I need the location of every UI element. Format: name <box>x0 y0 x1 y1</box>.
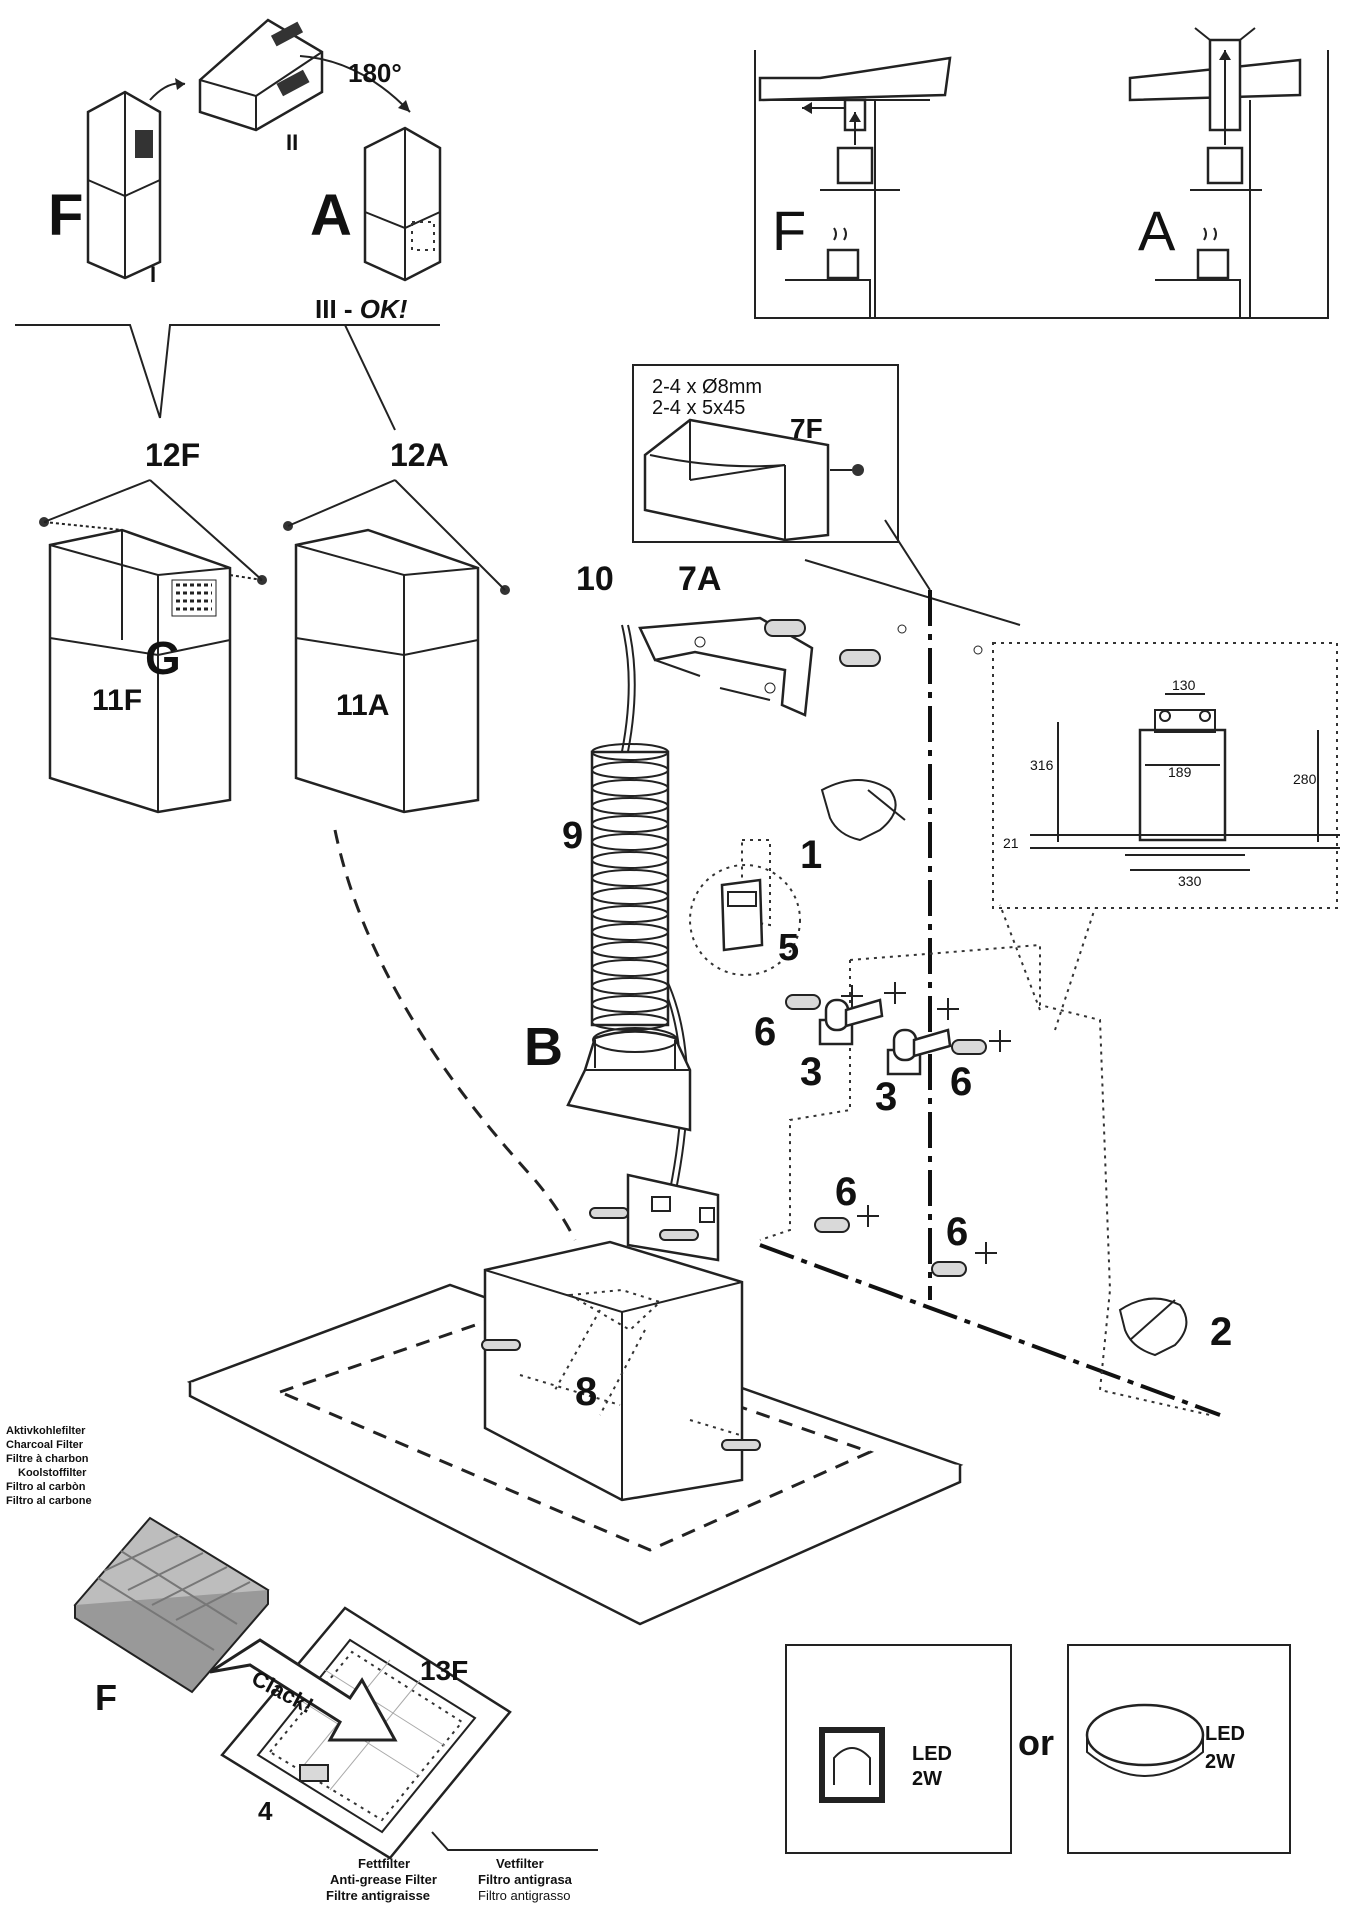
flue-cover-a <box>283 521 510 814</box>
step-i-label: I <box>150 262 156 287</box>
fixing-hardware: 5 3 3 6 6 6 6 <box>689 864 1011 1277</box>
pencil-hand-2 <box>1118 1297 1188 1357</box>
bracket-detail-box: 2-4 x Ø8mm 2-4 x 5x45 7F 7A <box>632 364 1021 626</box>
bracket-7f-label: 7F <box>790 413 823 444</box>
charcoal-lang-2: Charcoal Filter <box>6 1439 84 1451</box>
dim-189: 189 <box>1168 764 1192 780</box>
bracket-spec-1: 2-4 x Ø8mm <box>652 376 762 398</box>
watt-1-label: 2W <box>912 1768 942 1790</box>
flue-label-f: F <box>48 183 83 248</box>
grease-filter-languages: Fettfilter Anti-grease Filter Filtre ant… <box>326 1856 573 1903</box>
lighting-options: LED 2W or LED 2W <box>785 1644 1291 1854</box>
charcoal-lang-5: Filtro al carbòn <box>6 1481 86 1493</box>
flexible-hose <box>590 743 670 1031</box>
grease-filter-label: 13F <box>420 1655 468 1686</box>
plug-right-label: 6 <box>950 1060 972 1104</box>
dim-21: 21 <box>1003 835 1019 851</box>
clip-detail <box>689 864 801 976</box>
led-square-lamp <box>819 1727 885 1803</box>
hose-label: 9 <box>562 815 583 857</box>
charcoal-lang-1: Aktivkohlefilter <box>6 1425 86 1437</box>
dim-330: 330 <box>1178 873 1202 889</box>
charcoal-filter-languages: Aktivkohlefilter Charcoal Filter Filtre … <box>6 1425 92 1507</box>
flue-label-a: A <box>310 183 352 248</box>
grease-lang-2: Anti-grease Filter <box>330 1872 437 1887</box>
wall-plug-6-low-left <box>814 1217 850 1233</box>
adapter-b <box>566 1027 692 1132</box>
handle-label: 4 <box>258 1796 273 1826</box>
plug-left-label: 6 <box>754 1010 776 1054</box>
or-label: or <box>1018 1722 1054 1763</box>
charcoal-lang-4: Koolstoffilter <box>18 1467 87 1479</box>
charcoal-filter-label: F <box>95 1677 117 1718</box>
flue-upper-f-label: 12F <box>145 437 200 473</box>
bracket-left-label: 3 <box>800 1050 822 1094</box>
drill-marks <box>841 982 1011 1264</box>
wall-bracket-7a <box>638 616 881 717</box>
clip-label: 5 <box>778 927 799 969</box>
rotation-label: 180° <box>348 58 402 88</box>
grille-vents <box>171 579 217 617</box>
flue-lower-f-label: 11F <box>92 684 142 717</box>
clack-arrow <box>209 1638 398 1742</box>
filters-section: Aktivkohlefilter Charcoal Filter Filtre … <box>6 1425 598 1903</box>
extraction-modes-panel: F A <box>754 27 1329 319</box>
wall-plug-upper-1 <box>764 619 806 637</box>
pencil-hand-1 <box>820 779 906 842</box>
screws-label: 8 <box>575 1370 597 1414</box>
mode-f-illustration <box>758 56 952 318</box>
plug-low-right-label: 6 <box>946 1210 968 1254</box>
dim-316: 316 <box>1030 757 1054 773</box>
watt-2-label: 2W <box>1205 1751 1235 1773</box>
grille-label: G <box>145 632 181 684</box>
bracket-right-label: 3 <box>875 1075 897 1119</box>
step-ii-label: II <box>286 130 298 155</box>
wall-markings: 1 2 <box>741 590 1232 1417</box>
dim-280: 280 <box>1293 771 1317 787</box>
mode-a-label: A <box>1138 199 1176 262</box>
led-1-label: LED <box>912 1743 952 1765</box>
led-2-label: LED <box>1205 1723 1245 1745</box>
charcoal-filter <box>73 1516 270 1694</box>
grease-lang-4: Vetfilter <box>496 1856 544 1871</box>
grease-lang-3: Filtre antigraisse <box>326 1888 430 1903</box>
flue-upper-a-label: 12A <box>390 437 449 473</box>
wall-plug-6-left <box>785 994 821 1010</box>
flue-step-i-illustration <box>86 78 186 280</box>
flue-cover-f <box>39 517 267 814</box>
wall-plug-6-right <box>951 1039 987 1055</box>
flue-covers: 12F 12A G 11F 11A <box>39 437 510 814</box>
flue-step-ii-illustration <box>198 18 411 132</box>
bracket-spec-2: 2-4 x 5x45 <box>652 397 745 419</box>
cable-label: 10 <box>576 560 614 598</box>
plug-low-left-label: 6 <box>835 1170 857 1214</box>
bracket-7a-label: 7A <box>678 560 721 598</box>
step-2-label: 2 <box>1210 1310 1232 1354</box>
step-iii-label: III - OK! <box>315 294 408 324</box>
charcoal-lang-3: Filtre à charbon <box>6 1453 89 1465</box>
grease-lang-5: Filtro antigrasa <box>478 1872 573 1887</box>
flue-step-iii-illustration <box>363 126 442 282</box>
mode-a-illustration <box>1128 27 1302 318</box>
charcoal-lang-6: Filtro al carbone <box>6 1495 92 1507</box>
grease-lang-1: Fettfilter <box>358 1856 410 1871</box>
hood-body: 8 <box>186 829 964 1626</box>
step-1-label: 1 <box>800 833 822 877</box>
corner-flue-steps: F A I II 180° III - OK! <box>15 18 442 431</box>
mount-bracket-left <box>818 998 884 1046</box>
flue-lower-a-label: 11A <box>336 689 389 722</box>
wall-plug-6-low-right <box>931 1261 967 1277</box>
dim-130: 130 <box>1172 677 1196 693</box>
mode-f-label: F <box>772 199 806 262</box>
grease-lang-6: Filtro antigrasso <box>478 1888 570 1903</box>
wall-plug-upper-2 <box>839 649 881 667</box>
adapter-b-label: B <box>524 1017 563 1077</box>
mount-bracket-right <box>886 1028 952 1076</box>
dimension-detail: 130 189 316 280 21 330 <box>992 642 1340 1031</box>
led-round-lamp <box>1085 1703 1205 1777</box>
